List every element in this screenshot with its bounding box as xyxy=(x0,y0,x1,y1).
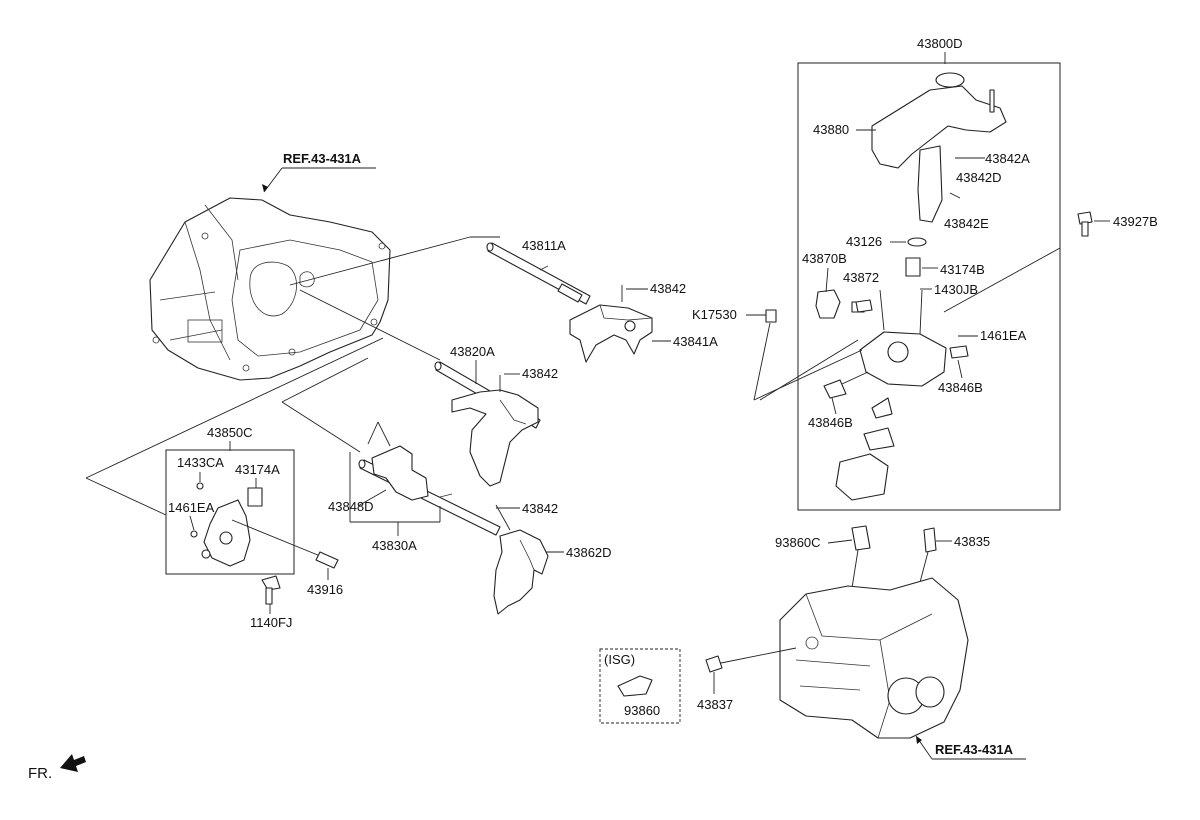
part-label-43842-mid[interactable]: 43842 xyxy=(522,366,558,381)
front-arrow-icon xyxy=(60,754,86,772)
shift-fork-43841a xyxy=(569,285,653,363)
part-label-43927b[interactable]: 43927B xyxy=(1113,214,1158,229)
shift-fork-43862d xyxy=(493,504,549,615)
bolt-43916 xyxy=(231,519,339,569)
part-labels: 43800D 43880 43842A 43842D 43842E 43927B… xyxy=(168,36,1158,718)
seal-43126 xyxy=(907,237,927,247)
isg-label: (ISG) xyxy=(604,652,635,667)
shift-bracket-43870b xyxy=(815,289,841,319)
part-label-43846b-left[interactable]: 43846B xyxy=(808,415,853,430)
part-label-43850c[interactable]: 43850C xyxy=(207,425,253,440)
shift-lever-43850c xyxy=(190,482,263,567)
part-label-43842-low[interactable]: 43842 xyxy=(522,501,558,516)
switch-k17530 xyxy=(765,309,777,323)
guide-lines-right xyxy=(753,247,1061,401)
part-label-1461ea-right[interactable]: 1461EA xyxy=(980,328,1027,343)
part-label-43126[interactable]: 43126 xyxy=(846,234,882,249)
ref-label-top-left[interactable]: REF.43-431A xyxy=(262,151,376,193)
switch-93860c xyxy=(851,525,871,589)
part-label-43842a[interactable]: 43842A xyxy=(985,151,1030,166)
svg-text:FR.: FR. xyxy=(28,765,52,782)
transmission-housing-right xyxy=(705,577,969,739)
plug-43846b-right xyxy=(949,345,969,359)
part-label-k17530[interactable]: K17530 xyxy=(692,307,737,322)
part-label-43880[interactable]: 43880 xyxy=(813,122,849,137)
control-cover-assembly xyxy=(759,289,947,501)
part-label-1140fj[interactable]: 1140FJ xyxy=(250,615,292,630)
ref-label-bottom-right[interactable]: REF.43-431A xyxy=(915,735,1026,760)
bolt-43927b xyxy=(1077,211,1093,237)
isg-box: (ISG) xyxy=(599,648,681,724)
shift-lug-43848d xyxy=(367,421,429,501)
shift-fork-43820a xyxy=(451,375,539,487)
part-label-43800d[interactable]: 43800D xyxy=(917,36,963,51)
shift-cable-bracket-43880 xyxy=(871,72,1007,223)
guide-lines-left xyxy=(85,236,500,516)
part-label-43174b[interactable]: 43174B xyxy=(940,262,985,277)
part-label-43848d[interactable]: 43848D xyxy=(328,499,374,514)
transmission-housing-left xyxy=(149,197,391,381)
part-label-1461ea-left[interactable]: 1461EA xyxy=(168,500,215,515)
part-label-43862d[interactable]: 43862D xyxy=(566,545,612,560)
part-label-43835[interactable]: 43835 xyxy=(954,534,990,549)
part-label-43870b[interactable]: 43870B xyxy=(802,251,847,266)
part-label-43820a[interactable]: 43820A xyxy=(450,344,495,359)
part-label-1433ca[interactable]: 1433CA xyxy=(177,455,224,470)
bushing-43174b xyxy=(905,257,921,277)
part-label-43872[interactable]: 43872 xyxy=(843,270,879,285)
part-label-43841a[interactable]: 43841A xyxy=(673,334,718,349)
shift-rail-43811a xyxy=(486,242,591,305)
part-label-43842-top[interactable]: 43842 xyxy=(650,281,686,296)
part-label-43842d[interactable]: 43842D xyxy=(956,170,1002,185)
assembly-box-43800d xyxy=(797,62,1061,511)
part-label-43837[interactable]: 43837 xyxy=(697,697,733,712)
part-label-43174a[interactable]: 43174A xyxy=(235,462,280,477)
part-label-43846b-right[interactable]: 43846B xyxy=(938,380,983,395)
part-label-43830a[interactable]: 43830A xyxy=(372,538,417,553)
svg-text:REF.43-431A: REF.43-431A xyxy=(935,742,1014,757)
part-label-43842e[interactable]: 43842E xyxy=(944,216,989,231)
part-label-93860[interactable]: 93860 xyxy=(624,703,660,718)
part-label-43916[interactable]: 43916 xyxy=(307,582,343,597)
part-label-1430jb[interactable]: 1430JB xyxy=(934,282,978,297)
part-label-43811a[interactable]: 43811A xyxy=(522,238,566,253)
bolt-1140fj xyxy=(261,575,281,605)
part-label-93860c[interactable]: 93860C xyxy=(775,535,821,550)
svg-text:REF.43-431A: REF.43-431A xyxy=(283,151,362,166)
front-direction-marker: FR. xyxy=(28,754,86,782)
